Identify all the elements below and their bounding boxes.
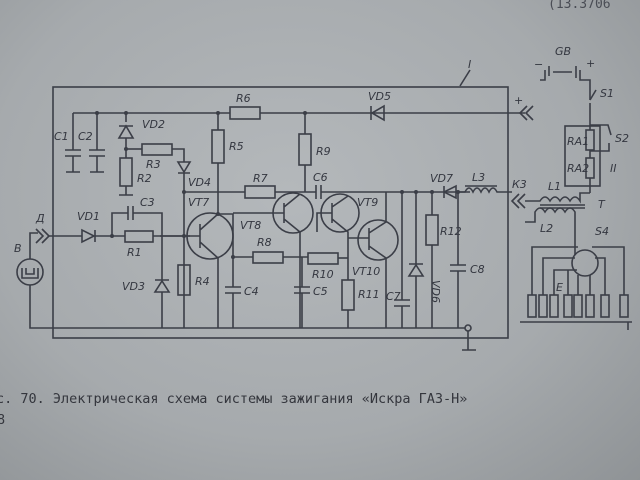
label-ra2: RA2 xyxy=(567,162,589,175)
label-r3: R3 xyxy=(146,158,161,171)
resistor-r10 xyxy=(307,252,339,265)
label-block-ii: II xyxy=(610,162,617,175)
resistor-r12 xyxy=(425,214,439,246)
label-vt7: VT7 xyxy=(188,196,209,209)
label-s1: S1 xyxy=(600,87,614,100)
figure-caption: с. 70. Электрическая схема системы зажиг… xyxy=(0,391,467,407)
label-vd6: VD6 xyxy=(429,280,442,303)
label-gb: GB xyxy=(555,45,571,58)
label-r2: R2 xyxy=(137,172,152,185)
diode-vd5 xyxy=(370,104,385,122)
label-vd3: VD3 xyxy=(122,280,145,293)
label-connector-d: Д xyxy=(35,212,45,225)
label-r6: R6 xyxy=(236,92,251,105)
label-r4: R4 xyxy=(195,275,210,288)
input-section: В Д VD1 R1 C3 VD3 xyxy=(14,196,465,329)
label-c2: C2 xyxy=(78,130,93,143)
label-c6: C6 xyxy=(313,171,328,184)
vd2-r2-r3-vd4: VD2 R2 R3 VD4 xyxy=(117,113,211,328)
resistor-r4 xyxy=(177,264,191,296)
transistor-vt10 xyxy=(357,219,399,261)
resistor-r8 xyxy=(252,251,284,264)
label-vd4: VD4 xyxy=(188,176,211,189)
label-r8: R8 xyxy=(257,236,272,249)
label-vd7: VD7 xyxy=(430,172,453,185)
label-t: T xyxy=(598,198,606,211)
label-r10: R10 xyxy=(312,268,334,281)
label-battery-plus: + xyxy=(586,57,595,70)
label-c5: C5 xyxy=(313,285,328,298)
label-r7: R7 xyxy=(253,172,268,185)
label-block-i: I xyxy=(468,58,471,71)
label-r5: R5 xyxy=(229,140,244,153)
spark-plugs xyxy=(520,294,632,330)
page-fragment: 8 xyxy=(0,412,5,428)
label-vd2: VD2 xyxy=(142,118,165,131)
label-sensor-b: В xyxy=(14,242,22,255)
block-i-frame: I xyxy=(52,58,509,339)
external-section: К3 GB − + S1 RA1 RA2 S2 II L1 T L2 S4 E xyxy=(510,45,632,330)
label-e: E xyxy=(556,281,563,294)
label-l1: L1 xyxy=(548,180,561,193)
label-c4: C4 xyxy=(244,285,259,298)
block-ii xyxy=(564,125,601,187)
label-r12: R12 xyxy=(440,225,462,238)
label-s2: S2 xyxy=(615,132,629,145)
header-fragment: (13.3706 xyxy=(548,0,611,12)
label-vd1: VD1 xyxy=(77,210,100,223)
label-k3: К3 xyxy=(512,178,527,191)
top-rail: R6 VD5 + xyxy=(73,90,534,122)
label-c7: C7 xyxy=(386,290,401,303)
label-vt10: VT10 xyxy=(352,265,380,278)
resistor-r6 xyxy=(229,106,261,120)
resistor-r11 xyxy=(341,279,355,311)
label-vt8: VT8 xyxy=(240,219,261,232)
label-c1: C1 xyxy=(54,130,69,143)
label-r9: R9 xyxy=(316,145,331,158)
label-vt9: VT9 xyxy=(357,196,378,209)
label-vd5: VD5 xyxy=(368,90,391,103)
label-l3: L3 xyxy=(472,171,485,184)
sensor-b xyxy=(16,258,44,286)
resistor-r9 xyxy=(298,133,312,166)
label-s4: S4 xyxy=(595,225,609,238)
distributor-s4 xyxy=(571,249,599,277)
label-c8: C8 xyxy=(470,263,485,276)
capacitors-c1-c2: C1 C2 xyxy=(54,113,105,173)
label-r11: R11 xyxy=(358,288,380,301)
output-stage: R9 VT8 C6 VT9 VT10 R8 R10 C5 R11 C7 VD6 … xyxy=(233,113,512,351)
resistor-r1 xyxy=(124,230,154,243)
label-battery-minus: − xyxy=(534,58,543,71)
label-l2: L2 xyxy=(540,222,553,235)
label-c3: C3 xyxy=(140,196,155,209)
label-ra1: RA1 xyxy=(567,135,589,148)
label-plus: + xyxy=(514,94,523,107)
label-r1: R1 xyxy=(127,246,142,259)
